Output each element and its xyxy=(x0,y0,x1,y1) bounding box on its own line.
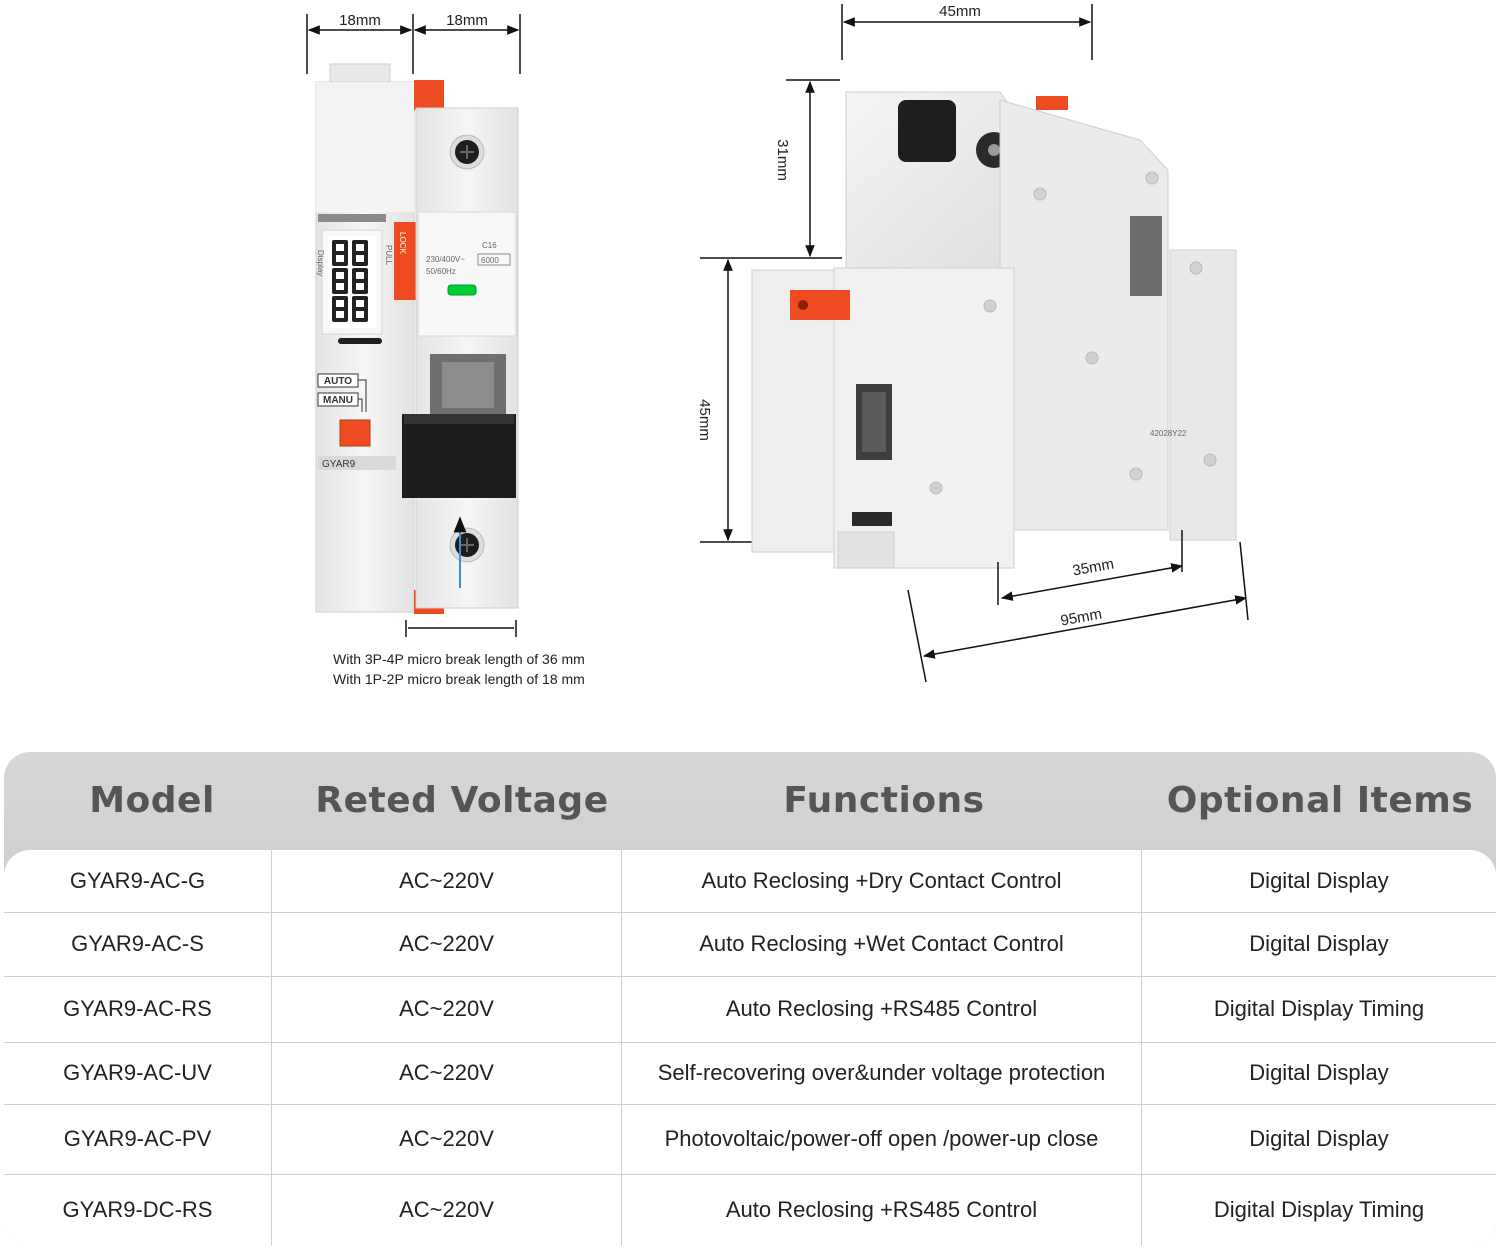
cell-model: GYAR9-AC-G xyxy=(4,850,272,912)
auto-label: AUTO xyxy=(324,376,352,387)
side-view: 45mm 31mm 45mm 42028Y22 xyxy=(696,3,1249,683)
cell-model: GYAR9-DC-RS xyxy=(4,1174,272,1246)
header-model: Model xyxy=(89,780,215,821)
table-row: GYAR9-AC-RS AC~220V Auto Reclosing +RS48… xyxy=(4,976,1496,1043)
cell-model: GYAR9-AC-S xyxy=(4,912,272,976)
dim-front-left-width: 18mm xyxy=(339,12,381,29)
display-label: Display xyxy=(316,250,325,276)
cell-voltage: AC~220V xyxy=(272,976,622,1042)
table-header: Model Reted Voltage Functions Optional I… xyxy=(4,752,1496,850)
table-row: GYAR9-AC-S AC~220V Auto Reclosing +Wet C… xyxy=(4,912,1496,977)
dim-front-right-width: 18mm xyxy=(446,12,488,29)
lock-tab[interactable] xyxy=(394,222,416,300)
table-row: GYAR9-AC-UV AC~220V Self-recovering over… xyxy=(4,1042,1496,1105)
table-row: GYAR9-DC-RS AC~220V Auto Reclosing +RS48… xyxy=(4,1174,1496,1246)
breaking-label: 6000 xyxy=(481,256,499,265)
product-diagram: 18mm 18mm xyxy=(306,3,1249,687)
breaker-handle[interactable] xyxy=(402,414,516,498)
cell-model: GYAR9-AC-RS xyxy=(4,976,272,1042)
front-view: 18mm 18mm xyxy=(306,12,585,687)
cell-functions: Auto Reclosing +RS485 Control xyxy=(622,1174,1142,1246)
lock-label: LOCK xyxy=(398,232,407,254)
dim-side-depth: 95mm xyxy=(1059,606,1103,630)
cell-model: GYAR9-AC-PV xyxy=(4,1104,272,1174)
cell-functions: Photovoltaic/power-off open /power-up cl… xyxy=(622,1104,1142,1174)
seven-segment-display xyxy=(328,236,376,328)
table-body: GYAR9-AC-G AC~220V Auto Reclosing +Dry C… xyxy=(4,850,1496,1246)
cell-optional: Digital Display xyxy=(1249,1126,1389,1151)
auto-manual-switch[interactable] xyxy=(339,419,371,447)
spec-line1: 230/400V~ xyxy=(426,255,465,264)
cell-functions: Auto Reclosing +Dry Contact Control xyxy=(622,850,1142,912)
cell-optional: Digital Display xyxy=(1249,868,1389,893)
note-line-2: With 1P-2P micro break length of 18 mm xyxy=(333,671,585,687)
cell-optional: Digital Display xyxy=(1249,931,1389,956)
cell-functions: Auto Reclosing +RS485 Control xyxy=(622,976,1142,1042)
header-functions: Functions xyxy=(783,780,985,821)
cell-voltage: AC~220V xyxy=(272,912,622,976)
table-row: GYAR9-AC-PV AC~220V Photovoltaic/power-o… xyxy=(4,1104,1496,1175)
cell-functions: Auto Reclosing +Wet Contact Control xyxy=(622,912,1142,976)
cell-voltage: AC~220V xyxy=(272,1174,622,1246)
header-optional: Optional Items xyxy=(1166,780,1474,821)
manu-label: MANU xyxy=(323,395,353,406)
cell-optional: Digital Display Timing xyxy=(1213,1197,1425,1222)
dim-side-top-height: 31mm xyxy=(774,139,791,181)
cell-model: GYAR9-AC-UV xyxy=(4,1042,272,1104)
rating-label: C16 xyxy=(482,241,497,250)
dim-side-body-height: 45mm xyxy=(696,399,713,441)
dim-side-top-width: 45mm xyxy=(939,3,981,20)
spec-table: Model Reted Voltage Functions Optional I… xyxy=(4,752,1496,1246)
pull-label: PULL xyxy=(384,245,393,266)
cell-voltage: AC~220V xyxy=(272,1104,622,1174)
model-label: GYAR9 xyxy=(322,459,356,470)
dim-side-rail-width: 35mm xyxy=(1071,556,1115,580)
table-row: GYAR9-AC-G AC~220V Auto Reclosing +Dry C… xyxy=(4,850,1496,913)
header-voltage: Reted Voltage xyxy=(315,780,609,821)
cell-voltage: AC~220V xyxy=(272,1042,622,1104)
cell-optional: Digital Display xyxy=(1249,1060,1389,1085)
cell-optional: Digital Display Timing xyxy=(1213,996,1425,1021)
cell-voltage: AC~220V xyxy=(272,850,622,912)
spec-line2: 50/60Hz xyxy=(426,267,456,276)
note-line-1: With 3P-4P micro break length of 36 mm xyxy=(333,651,585,667)
cell-functions: Self-recovering over&under voltage prote… xyxy=(622,1042,1142,1104)
code-label: 42028Y22 xyxy=(1150,429,1187,438)
